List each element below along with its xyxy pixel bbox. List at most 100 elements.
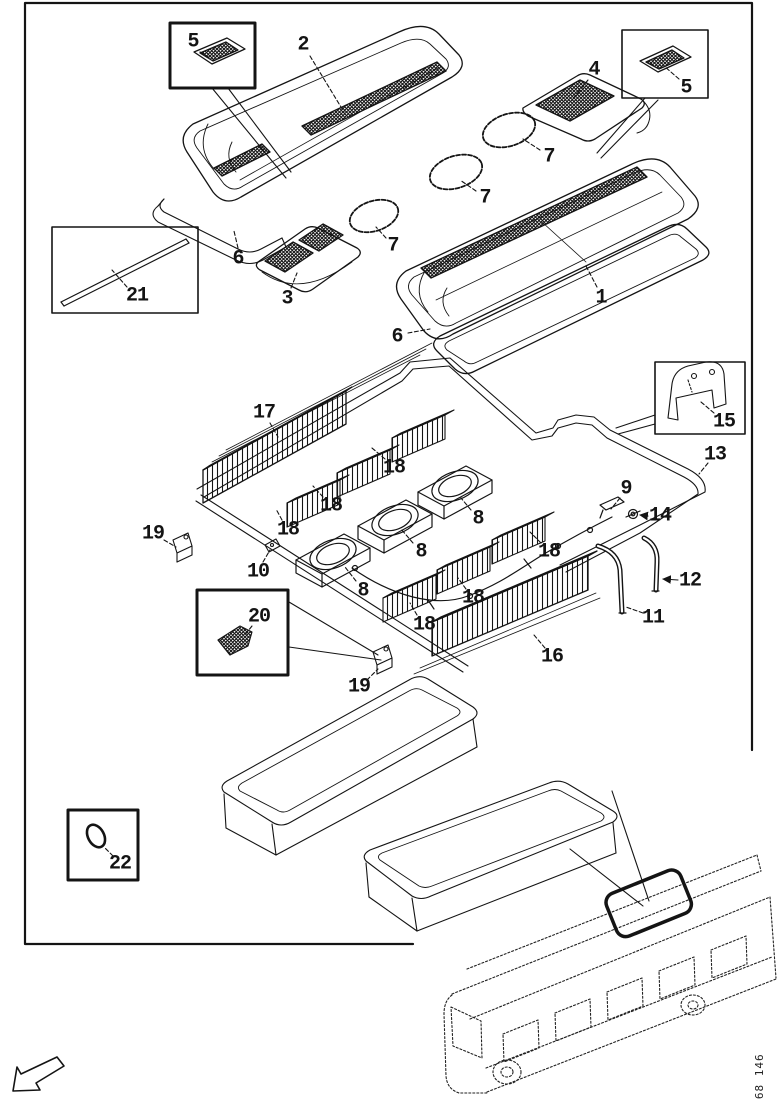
callout-leader-15 — [700, 401, 715, 414]
callout-18-28: 18 — [462, 587, 484, 610]
callout-8-20: 8 — [357, 580, 368, 603]
callout-22-33: 22 — [109, 853, 131, 876]
callout-leader-7 — [522, 138, 541, 151]
callout-6-7: 6 — [232, 248, 243, 271]
callout-leader-22 — [103, 846, 114, 857]
callout-8-21: 8 — [415, 541, 426, 564]
callout-leader-6 — [407, 328, 431, 334]
callout-leader-18 — [409, 602, 418, 616]
callout-leader-7 — [375, 226, 387, 239]
callout-leader-18 — [371, 447, 386, 460]
callout-leader-11 — [625, 606, 644, 614]
detail-box-21 — [51, 226, 199, 314]
callout-2-1: 2 — [297, 34, 308, 57]
part-5-plate-right — [639, 45, 692, 73]
part-22-oring — [85, 823, 107, 849]
callout-leader-1 — [585, 265, 598, 288]
callout-18-15: 18 — [383, 457, 405, 480]
part-12-drain-hose — [641, 535, 660, 593]
callout-leader-6 — [233, 230, 239, 249]
part-3-grille — [255, 223, 361, 293]
callout-leader-7 — [459, 179, 477, 192]
callout-leader-14 — [639, 511, 649, 521]
part-17-finned-strip — [202, 342, 433, 504]
callout-7-5: 7 — [479, 187, 490, 210]
callout-leader-18 — [457, 577, 467, 590]
part-19-bracket-left — [172, 532, 193, 563]
direction-arrow-icon — [12, 1056, 65, 1092]
callout-leader-19 — [366, 668, 379, 681]
part-16-finned-strip — [413, 550, 601, 675]
callout-16-30: 16 — [541, 646, 563, 669]
part-11-drain-hose — [595, 543, 627, 615]
part-1-main-cover — [395, 158, 699, 340]
callout-8-22: 8 — [472, 508, 483, 531]
detail-box-5-top-left — [168, 21, 257, 90]
callout-5-3: 5 — [680, 77, 691, 100]
callout-leader-5 — [663, 65, 680, 80]
callout-leader-13 — [698, 462, 709, 475]
callout-leader-8 — [400, 528, 414, 544]
figure-number: 368 146 — [753, 1053, 766, 1100]
callout-17-13: 17 — [253, 402, 275, 425]
callout-leader-16 — [533, 634, 546, 649]
callout-1-10: 1 — [595, 287, 607, 310]
callout-leader-19 — [163, 539, 177, 548]
callout-9-23: 9 — [620, 478, 631, 501]
part-21-rod — [60, 238, 190, 307]
detail-box-15 — [654, 361, 746, 435]
callout-19-19: 19 — [142, 523, 164, 546]
callout-14-24: 14 — [649, 505, 672, 528]
callout-10-18: 10 — [247, 561, 269, 584]
callout-18-29: 18 — [413, 614, 435, 637]
callout-leader-21 — [111, 269, 128, 288]
bus-illustration — [443, 854, 777, 1094]
tray-upper — [221, 676, 478, 856]
tray-lower — [363, 780, 618, 932]
callout-leader-8 — [460, 497, 472, 511]
callout-11-27: 11 — [642, 607, 665, 630]
callout-leader-2 — [309, 55, 345, 113]
callout-7-4: 7 — [543, 146, 554, 169]
callout-5-0: 5 — [187, 31, 198, 54]
detail-box-20 — [195, 588, 290, 677]
part-5-plate-left — [193, 37, 246, 65]
roof-unit-highlight — [569, 790, 694, 939]
callout-leader-10 — [262, 549, 271, 563]
callout-leader-4 — [571, 79, 589, 101]
part-14-fitting — [625, 508, 641, 520]
callout-leader-9 — [610, 497, 621, 510]
callout-15-12: 15 — [713, 411, 735, 434]
callout-21-8: 21 — [126, 285, 149, 308]
callout-leader-18 — [312, 485, 324, 498]
part-9-harness — [351, 496, 641, 610]
callout-leader-18 — [529, 531, 542, 544]
callout-leader-17 — [269, 422, 279, 438]
callout-leader-5 — [199, 51, 211, 59]
callout-leader-3 — [290, 272, 298, 289]
callout-19-32: 19 — [348, 676, 370, 699]
detail-box-22 — [66, 808, 140, 882]
callout-13-14: 13 — [704, 444, 726, 467]
callout-6-11: 6 — [391, 326, 402, 349]
part-18-filters — [286, 409, 555, 623]
part-6-seal-front — [152, 198, 287, 265]
part-13-frame — [195, 357, 706, 673]
detail-box-5-top-right — [621, 29, 709, 99]
part-4-grille — [522, 73, 651, 142]
callout-leader-18 — [275, 508, 283, 521]
callout-20-31: 20 — [248, 606, 270, 629]
part-8-fans — [295, 465, 493, 588]
part-7-gaskets — [348, 111, 537, 234]
part-20-bracket — [217, 625, 253, 656]
callout-leader-8 — [344, 566, 357, 582]
callout-7-6: 7 — [387, 235, 398, 258]
callout-leader-12 — [662, 575, 679, 584]
callout-18-16: 18 — [320, 495, 342, 518]
callout-4-2: 4 — [588, 59, 600, 82]
part-10-clip — [264, 538, 281, 553]
callout-3-9: 3 — [281, 288, 292, 311]
callout-12-26: 12 — [679, 570, 701, 593]
